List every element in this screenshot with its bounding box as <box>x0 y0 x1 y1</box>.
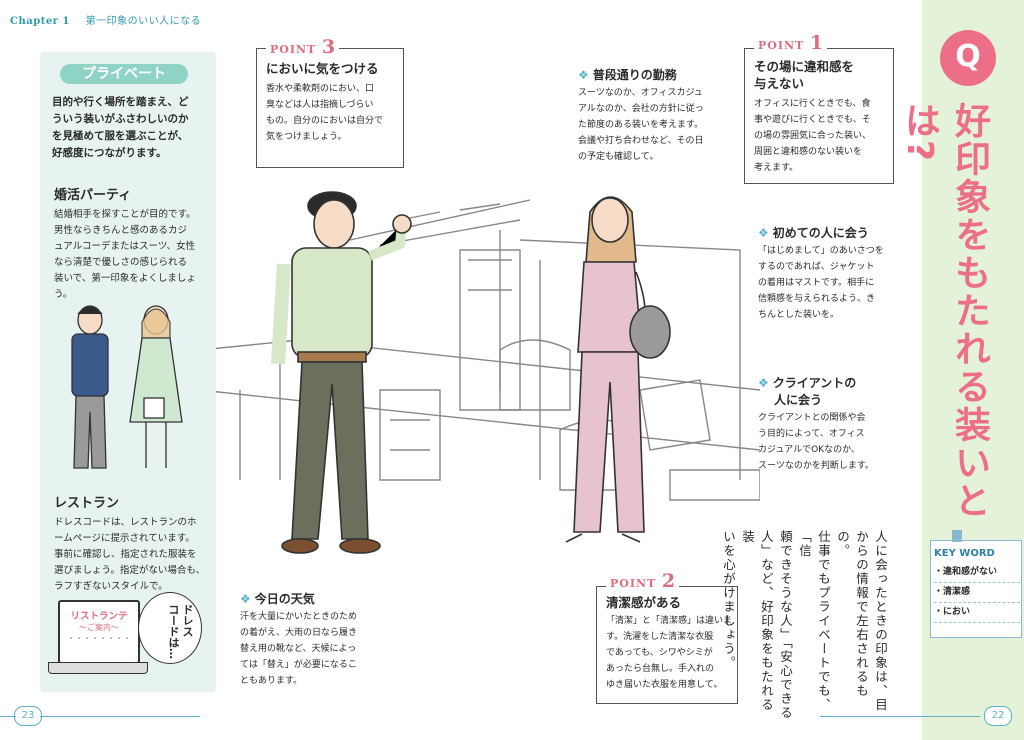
private-label: プライベート <box>60 64 188 84</box>
tip-client-body: クライアントとの関係や会 う目的によって、オフィス カジュアルでOKなのか、 ス… <box>758 413 874 471</box>
point3-title: においに気をつける <box>266 61 379 76</box>
speech-bubble <box>138 592 202 664</box>
keyword-item: ・違和感がない <box>934 563 1020 583</box>
tip-weather: ❖今日の天気 汗を大量にかいたときのため の着がえ、大雨の日なら履き 替え用の靴… <box>240 590 390 689</box>
tip-client-title: ❖クライアントの 人に会う <box>758 376 857 407</box>
tip-weather-body: 汗を大量にかいたときのため の着がえ、大雨の日なら履き 替え用の靴など、天候によ… <box>240 612 358 686</box>
tip-client: ❖クライアントの 人に会う クライアントとの関係や会 う目的によって、オフィス … <box>758 374 908 474</box>
laptop-subtitle: 〜ご案内〜 <box>79 623 119 632</box>
point2-body: 「清潔」と「清潔感」は違いま す。洗濯をした清潔な衣服 であっても、シワやシミが… <box>606 616 733 690</box>
keyword-item: ・清潔感 <box>934 583 1020 603</box>
tip-weather-title: ❖今日の天気 <box>240 592 315 606</box>
page-rule-left <box>0 716 16 717</box>
page-number-left: 23 <box>14 706 42 726</box>
keyword-panel: KEY WORD ・違和感がない ・清潔感 ・におい <box>934 548 1020 623</box>
intro-line: 目的や行く場所を踏まえ、ど <box>52 96 189 108</box>
laptop-base <box>48 662 148 674</box>
intro-line: ういう装いがふさわしいのか <box>52 113 189 125</box>
point1-tag: POINT 1 <box>754 32 828 54</box>
private-panel <box>40 52 216 692</box>
private-intro: 目的や行く場所を踏まえ、ど ういう装いがふさわしいのか を見極めて服を選ぶことが… <box>52 94 212 162</box>
restaurant-body: ドレスコードは、レストランのホ ームページに提示されています。 事前に確認し、指… <box>54 517 206 592</box>
keyword-item: ・におい <box>934 603 1020 623</box>
point2-tag: POINT 2 <box>606 570 680 592</box>
konkatsu-body: 結婚相手を探すことが目的です。 男性ならきちんと感のあるカジ ュアルコーデまたは… <box>54 209 196 300</box>
page-rule-right-long <box>820 716 980 717</box>
tip-daily-title: ❖普段通りの勤務 <box>578 68 677 82</box>
page-number-right: 22 <box>984 706 1012 726</box>
tip-daily-body: スーツなのか、オフィスカジュ アルなのか、会社の方針に従っ た節度のある装いを考… <box>578 88 704 162</box>
point1-body: オフィスに行くときでも、食 事や遊びに行くときでも、そ の場の雰囲気に合った装い… <box>754 99 872 173</box>
laptop-title: リストランテ <box>70 611 128 622</box>
konkatsu-section: 婚活パーティ 結婚相手を探すことが目的です。 男性ならきちんと感のあるカジ ュア… <box>54 184 216 303</box>
page-rule-left-long <box>40 716 200 717</box>
chapter-header: Chapter 1 第一印象のいい人になる <box>10 12 201 27</box>
page-title: 好印象をもたれる装いとは? <box>899 102 990 520</box>
point1-content: その場に違和感を 与えない オフィスに行くときでも、食 事や遊びに行くときでも、… <box>754 58 890 176</box>
q-badge: Q <box>940 30 996 86</box>
chapter-label: Chapter 1 <box>10 16 70 27</box>
restaurant-title: レストラン <box>54 496 120 511</box>
chapter-title: 第一印象のいい人になる <box>85 16 202 27</box>
woman-illustration <box>565 196 671 543</box>
keyword-box <box>930 540 1022 638</box>
point3-box <box>256 48 404 168</box>
couple-illustration <box>71 305 183 469</box>
point3-tag: POINT 3 <box>266 36 340 58</box>
point2-content: 清潔感がある 「清潔」と「清潔感」は違いま す。洗濯をした清潔な衣服 であっても… <box>606 594 736 693</box>
bubble-text: ドレス コードは… <box>167 604 194 659</box>
point2-box <box>596 586 738 704</box>
point1-title: その場に違和感を 与えない <box>754 59 855 91</box>
intro-line: を見極めて服を選ぶことが、 <box>52 130 189 142</box>
point3-content: においに気をつける 香水や柔軟剤のにおい、口 臭などは人は指摘しづらい もの。自… <box>266 60 402 145</box>
tip-first-title: ❖初めての人に会う <box>758 226 869 240</box>
intro-line: 好感度につながります。 <box>52 147 167 159</box>
vertical-body-text: 人に会ったときの印象は、目 からの情報で左右されるもの。 仕事でもプライベートで… <box>721 530 888 720</box>
point1-box <box>744 48 894 184</box>
keyword-heading: KEY WORD <box>934 548 995 559</box>
laptop-screen: リストランテ 〜ご案内〜 ・・・・・・・・ <box>58 600 140 664</box>
keyword-tab-icon <box>952 530 962 542</box>
tip-daily: ❖普段通りの勤務 スーツなのか、オフィスカジュ アルなのか、会社の方針に従っ た… <box>578 66 728 165</box>
laptop-dots: ・・・・・・・・ <box>67 634 131 643</box>
point3-body: 香水や柔軟剤のにおい、口 臭などは人は指摘しづらい もの。自分のにおいは自分で … <box>266 84 384 142</box>
tip-first-body: 「はじめまして」のあいさつを するのであれば、ジャケット の着用はマストです。相… <box>758 246 884 320</box>
tip-first: ❖初めての人に会う 「はじめまして」のあいさつを するのであれば、ジャケット の… <box>758 224 908 323</box>
man-illustration <box>271 191 412 554</box>
konkatsu-title: 婚活パーティ <box>54 188 132 203</box>
point2-title: 清潔感がある <box>606 595 682 610</box>
restaurant-section: レストラン ドレスコードは、レストランのホ ームページに提示されています。 事前… <box>54 492 216 595</box>
